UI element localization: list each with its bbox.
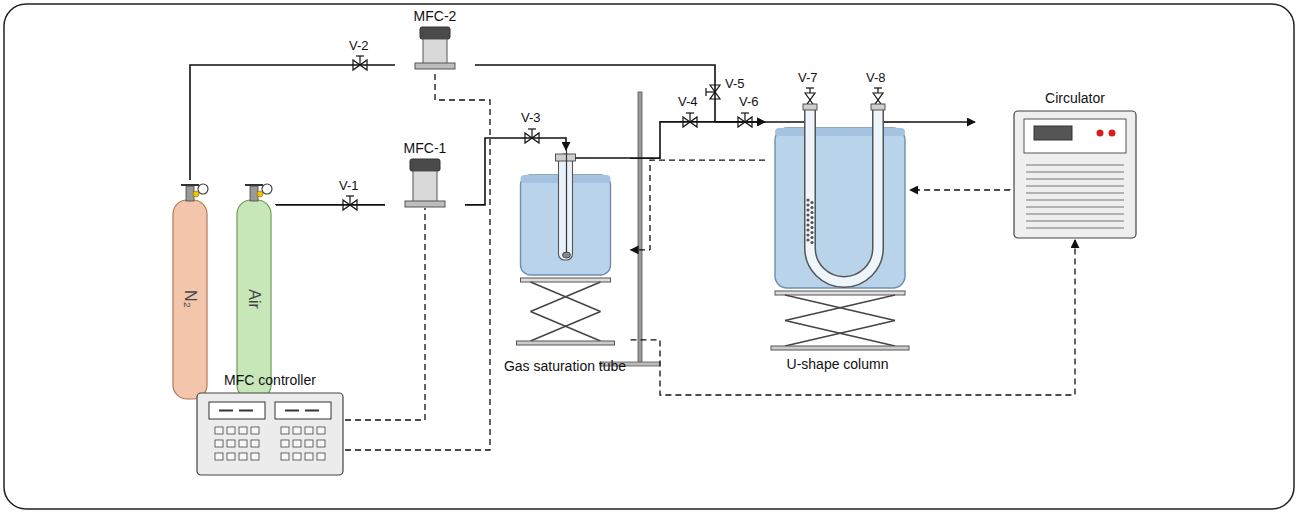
control-line xyxy=(345,70,490,450)
valve-label: V-7 xyxy=(797,70,819,85)
control-line xyxy=(910,189,1010,190)
valve-label: V-1 xyxy=(338,178,360,193)
gas-pipe xyxy=(276,204,385,206)
gas-pipe xyxy=(475,65,765,122)
valve-label: V-8 xyxy=(865,70,887,85)
node-label: Gas saturation tube xyxy=(504,358,626,375)
frame-border xyxy=(4,4,1294,509)
circulator-unit-drawing xyxy=(1010,90,1140,240)
control-line xyxy=(631,160,766,250)
mass-flow-controller: MFC-2 xyxy=(395,8,475,70)
gas-cylinder: Air xyxy=(232,180,276,400)
control-line xyxy=(345,208,425,420)
outlet-pipe xyxy=(910,121,975,123)
circulator-unit: Circulator xyxy=(1010,90,1140,240)
u-column: U-shape column xyxy=(765,88,910,373)
valve-label: V-3 xyxy=(520,110,542,125)
node-label: U-shape column xyxy=(787,356,889,373)
valve-label: V-5 xyxy=(724,76,746,91)
valve-label: V-2 xyxy=(348,38,370,53)
saturation-tube: Gas saturation tube xyxy=(500,150,631,375)
saturation-tube-drawing xyxy=(500,150,631,375)
gas-cylinder: N₂ xyxy=(168,180,212,400)
controller-unit: MFC controller xyxy=(195,372,345,477)
node-label: MFC-2 xyxy=(414,8,457,25)
mass-flow-controller: MFC-1 xyxy=(385,140,465,208)
node-label: MFC-1 xyxy=(404,140,447,157)
node-label: N₂ xyxy=(181,290,199,308)
valve-label: V-4 xyxy=(677,94,699,109)
valve-label: V-6 xyxy=(738,94,760,109)
node-label: Circulator xyxy=(1045,90,1105,107)
gas-pipe xyxy=(190,65,395,180)
u-column-drawing xyxy=(765,88,910,373)
node-label: Air xyxy=(245,289,263,309)
node-label: MFC controller xyxy=(224,372,316,389)
gas-pipe xyxy=(631,122,766,158)
gas-cylinder-drawing xyxy=(168,180,212,400)
